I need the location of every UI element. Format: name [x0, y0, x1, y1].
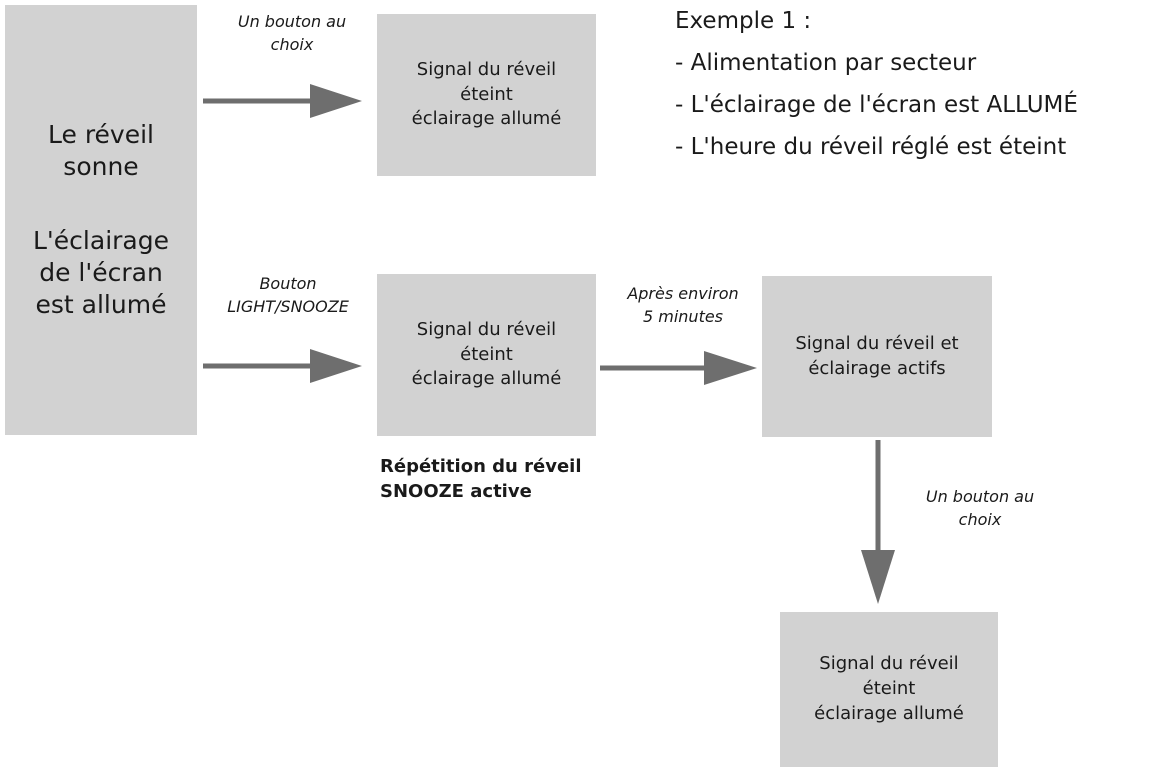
snooze-result-box: Signal du réveil éteint éclairage allumé: [377, 274, 596, 436]
snooze-active-note: Répétition du réveil SNOOZE active: [380, 454, 582, 504]
snooze-result-line-3: éclairage allumé: [411, 368, 562, 390]
alarm-ringing-text: Le réveil sonne: [48, 119, 154, 183]
arrow-to-middle-box: [203, 349, 362, 383]
bottom-result-line-3: éclairage allumé: [814, 702, 964, 724]
label-any-button-top-line-2: choix: [270, 35, 314, 55]
top-result-line-1: Signal du réveil: [416, 58, 557, 80]
alarm-resumed-box: Signal du réveil et éclairage actifs: [762, 276, 992, 437]
backlight-line-3: est allumé: [35, 290, 167, 319]
label-after-5-minutes-line-2: 5 minutes: [642, 307, 724, 327]
backlight-line-1: L'éclairage: [33, 226, 169, 255]
snooze-result-line-2: éteint: [460, 343, 513, 365]
bottom-result-line-2: éteint: [862, 678, 916, 700]
alarm-ringing-line-2: sonne: [63, 152, 139, 181]
alarm-ringing-box: Le réveil sonne L'éclairage de l'écran e…: [5, 5, 197, 435]
example-item: - L'heure du réveil réglé est éteint: [675, 134, 1067, 160]
backlight-line-2: de l'écran: [39, 258, 163, 287]
arrow-to-right-box: [600, 351, 757, 385]
label-any-button-down-line-1: Un bouton au: [925, 487, 1035, 506]
alarm-resumed-line-2: éclairage actifs: [808, 357, 946, 379]
top-result-line-2: éteint: [460, 83, 513, 105]
example-item: - L'éclairage de l'écran est ALLUMÉ: [675, 92, 1078, 118]
backlight-on-text: L'éclairage de l'écran est allumé: [33, 225, 169, 321]
arrow-down-to-bottom-box: [861, 440, 895, 604]
label-any-button-down: Un bouton au choix: [900, 485, 1060, 531]
arrow-to-top-box: [203, 84, 362, 118]
bottom-result-line-1: Signal du réveil: [819, 653, 959, 675]
alarm-resumed-line-1: Signal du réveil et: [795, 332, 959, 354]
snooze-result-line-1: Signal du réveil: [416, 318, 557, 340]
label-any-button-down-line-2: choix: [958, 510, 1002, 530]
label-light-snooze-line-2: LIGHT/SNOOZE: [227, 297, 349, 317]
label-after-5-minutes: Après environ 5 minutes: [600, 282, 766, 328]
example-title: Exemple 1 :: [675, 8, 812, 34]
label-light-snooze-line-1: Bouton: [259, 274, 317, 293]
label-after-5-minutes-line-1: Après environ: [627, 284, 739, 303]
bottom-result-box: Signal du réveil éteint éclairage allumé: [780, 612, 998, 767]
label-any-button-top: Un bouton au choix: [212, 10, 372, 56]
example-item: - Alimentation par secteur: [675, 50, 977, 76]
label-any-button-top-line-1: Un bouton au: [237, 12, 347, 31]
label-light-snooze-button: Bouton LIGHT/SNOOZE: [203, 272, 373, 318]
snooze-note-line-2: SNOOZE active: [380, 481, 532, 503]
alarm-ringing-line-1: Le réveil: [48, 120, 154, 149]
example-legend: Exemple 1 : - Alimentation par secteur -…: [675, 0, 1078, 168]
top-result-box: Signal du réveil éteint éclairage allumé: [377, 14, 596, 176]
top-result-line-3: éclairage allumé: [411, 108, 562, 130]
snooze-note-line-1: Répétition du réveil: [380, 456, 582, 477]
